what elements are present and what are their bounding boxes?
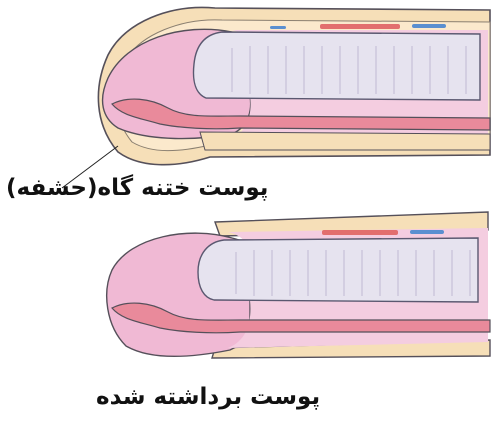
caption-foreskin-removed: پوست برداشته شده (96, 384, 320, 410)
caption-with-foreskin: پوست ختنه گاه(حشفه) (6, 175, 268, 201)
vessel-blue-small (270, 26, 286, 29)
vessel-blue (410, 230, 444, 234)
lower-skin-layer (200, 132, 490, 150)
circumcised-illustration (107, 212, 490, 358)
vessel-blue (412, 24, 446, 28)
corpus-cavernosum (194, 32, 481, 100)
vessel-red (322, 230, 398, 235)
vessel-red (320, 24, 400, 29)
uncircumcised-illustration (62, 7, 490, 188)
corpus-cavernosum (198, 238, 478, 302)
